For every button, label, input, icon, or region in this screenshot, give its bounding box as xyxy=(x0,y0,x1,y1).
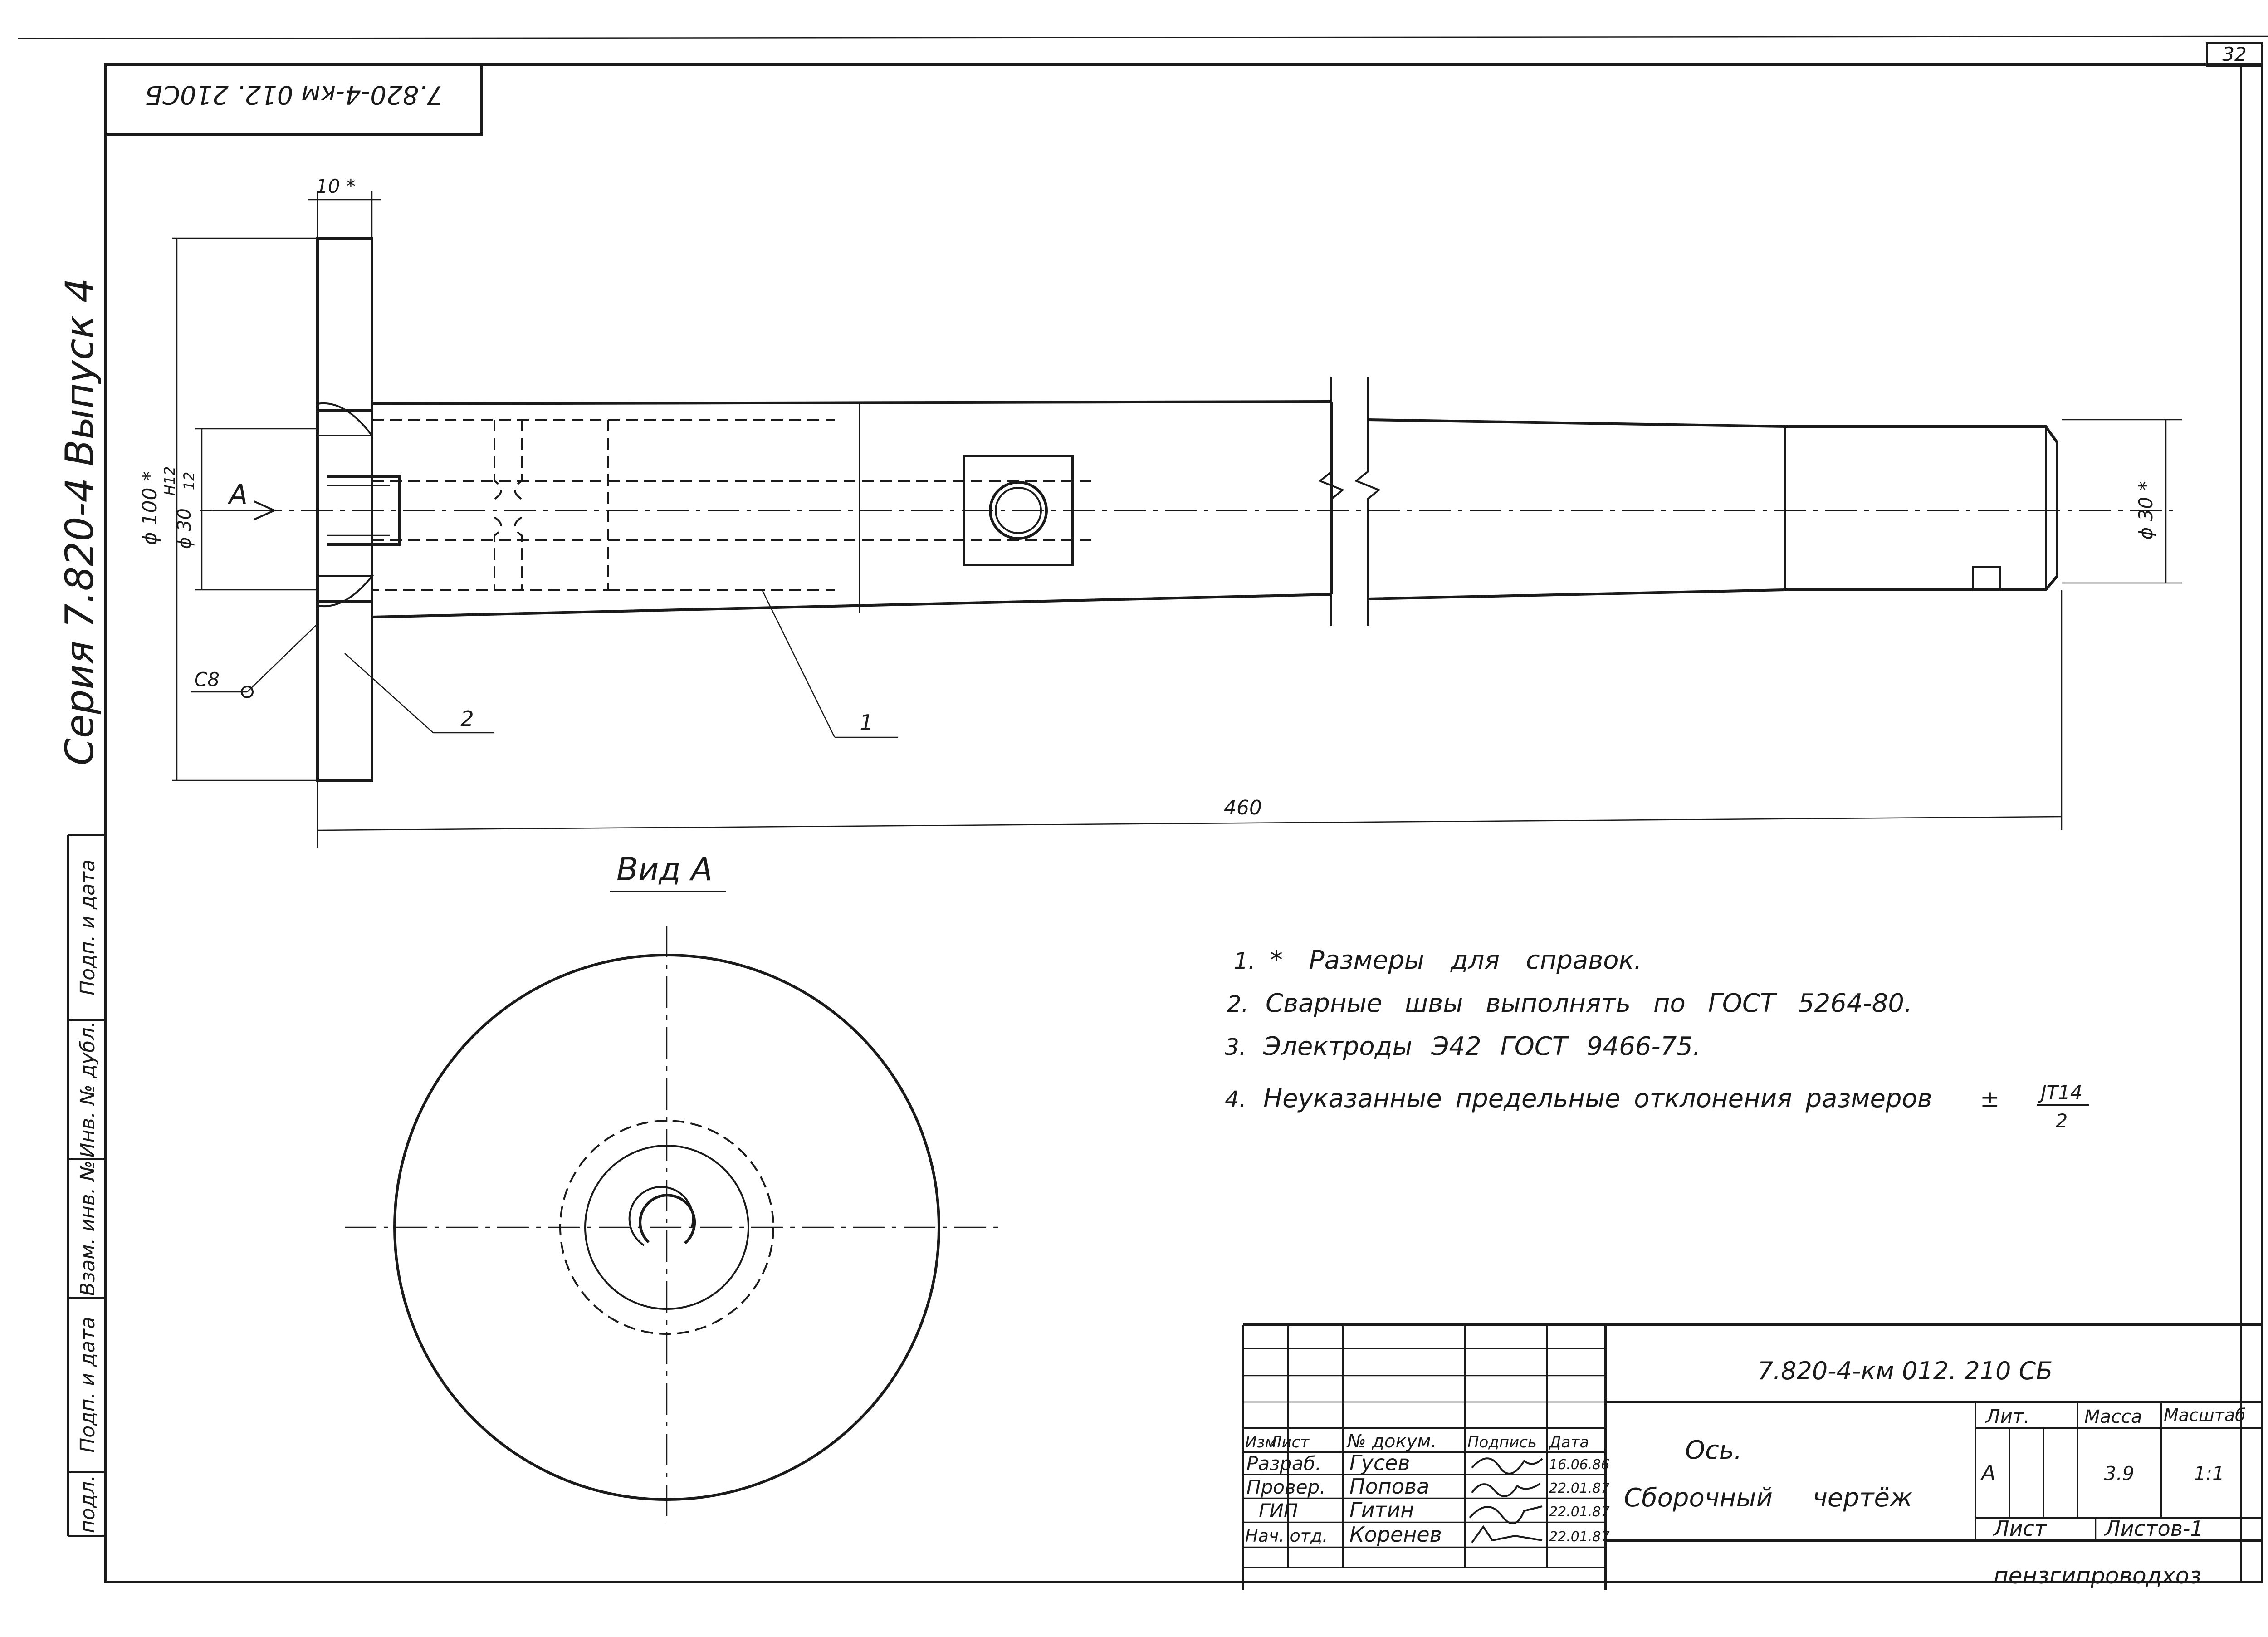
role-2: Провер. xyxy=(1246,1476,1326,1498)
organization: пензгипроводхоз xyxy=(1994,1563,2201,1589)
role-1-signature xyxy=(1471,1457,1543,1475)
lit-label: Лит. xyxy=(1985,1405,2030,1427)
role-2-name: Попова xyxy=(1349,1474,1429,1499)
callout-1: 1 xyxy=(860,710,873,735)
dimensions: 10 * ϕ 100 * ϕ 30 Н12 12 А ϕ 30 * 460 С8 xyxy=(138,175,2182,848)
dim-bore-diameter: ϕ 30 xyxy=(174,508,195,549)
note-4-num: 4. xyxy=(1225,1086,1246,1113)
flange-section-bottom xyxy=(316,600,373,782)
mass-value: 3.9 xyxy=(2104,1462,2135,1485)
series-label: Серия 7.820-4 xyxy=(57,478,103,765)
callout-2: 2 xyxy=(460,706,474,731)
role-4-signature xyxy=(1471,1525,1543,1544)
name-line-2: Сборочный чертёж xyxy=(1624,1483,1912,1513)
note-4-tol-sign: ± xyxy=(1980,1086,2000,1113)
role-4-name: Коренев xyxy=(1349,1522,1442,1547)
threaded-hole xyxy=(327,475,401,546)
lit-value: А xyxy=(1980,1461,1995,1485)
role-1-name: Гусев xyxy=(1349,1451,1410,1475)
corner-code-box: 7.820-4-км 012. 210СБ xyxy=(104,63,483,136)
weld-bead-top xyxy=(317,402,374,436)
stamp-cell-5: подл. xyxy=(76,1475,99,1533)
technical-notes: 1. * Размеры для справок. 2. Сварные швы… xyxy=(1225,946,2089,1132)
header-doc-no: № докум. xyxy=(1346,1431,1437,1452)
header-sheet: Лист xyxy=(1269,1433,1310,1451)
note-1-num: 1. xyxy=(1234,948,1256,974)
note-3-text: Электроды Э42 ГОСТ 9466-75. xyxy=(1263,1032,1701,1061)
name-line-1: Ось. xyxy=(1685,1436,1742,1465)
dim-bore-fit-top: Н12 xyxy=(161,466,178,496)
header-date: Дата xyxy=(1548,1433,1589,1451)
shaft-taper xyxy=(1367,418,2058,600)
stamp-cell-3: Взам. инв. № xyxy=(76,1161,99,1296)
note-4-tol-den: 2 xyxy=(2056,1110,2068,1132)
role-3: ГИП xyxy=(1259,1500,1298,1522)
dim-flange-diameter: ϕ 100 * xyxy=(138,471,161,545)
scale-value: 1:1 xyxy=(2194,1462,2224,1485)
margin-stamp: Подп. и дата Инв. № дубл. Взам. инв. № П… xyxy=(67,834,107,1537)
mass-label: Масса xyxy=(2084,1407,2142,1427)
note-4-tol-num: JT14 xyxy=(2038,1081,2082,1103)
break-symbol xyxy=(1318,377,1344,626)
note-4-text: Неуказанные предельные отклонения размер… xyxy=(1263,1084,1932,1113)
flange-section-top xyxy=(316,237,373,412)
title-block xyxy=(1242,1323,2262,1590)
role-3-name: Гитин xyxy=(1349,1498,1414,1522)
stamp-cell-2: Инв. № дубл. xyxy=(76,1021,99,1157)
view-a: Вид А xyxy=(345,851,1005,1524)
part-callouts: 2 1 xyxy=(344,589,898,738)
role-3-date: 22.01.87 xyxy=(1549,1504,1610,1520)
role-2-date: 22.01.87 xyxy=(1549,1480,1610,1496)
page-number: 32 xyxy=(2222,43,2246,65)
view-a-title: Вид А xyxy=(616,851,713,888)
view-a-bore xyxy=(639,1194,696,1245)
weld-bead-bottom xyxy=(317,575,374,608)
stamp-cell-1: Подп. и дата xyxy=(76,859,99,995)
scale-label: Масштаб xyxy=(2164,1405,2246,1425)
internal-bore xyxy=(372,419,1098,591)
issue-label: Выпуск 4 xyxy=(57,278,103,466)
stamp-cell-4: Подп. и дата xyxy=(76,1317,99,1453)
note-2-text: Сварные швы выполнять по ГОСТ 5264-80. xyxy=(1266,989,1912,1018)
dim-flange-thickness: 10 * xyxy=(316,175,356,197)
dim-end-diameter: ϕ 30 * xyxy=(2135,481,2157,540)
corner-code: 7.820-4-км 012. 210СБ xyxy=(145,80,443,109)
note-1-text: * Размеры для справок. xyxy=(1270,946,1642,975)
note-2-num: 2. xyxy=(1227,991,1249,1017)
sheet-label: Лист xyxy=(1993,1516,2047,1541)
dim-overall-length: 460 xyxy=(1224,796,1262,819)
weld-symbol: С8 xyxy=(194,668,220,691)
role-4-date: 22.01.87 xyxy=(1549,1529,1610,1545)
sheet-frame xyxy=(18,35,2268,1583)
role-3-signature xyxy=(1469,1505,1543,1524)
role-1-date: 16.06.86 xyxy=(1549,1457,1610,1473)
sheets-label: Листов-1 xyxy=(2104,1516,2204,1541)
shaft-outline xyxy=(371,400,1333,618)
note-3-num: 3. xyxy=(1225,1034,1246,1060)
role-4: Нач. отд. xyxy=(1245,1526,1328,1546)
designation: 7.820-4-км 012. 210 СБ xyxy=(1758,1357,2053,1385)
axle-side-view xyxy=(200,237,2173,782)
role-1: Разраб. xyxy=(1246,1452,1321,1475)
header-change: Изм. xyxy=(1245,1433,1281,1451)
header-signature: Подпись xyxy=(1467,1433,1537,1451)
role-2-signature xyxy=(1471,1483,1541,1497)
key-slot xyxy=(1972,566,2001,590)
dim-bore-fit-bottom: 12 xyxy=(181,472,198,490)
section-mark-a: А xyxy=(227,479,248,510)
